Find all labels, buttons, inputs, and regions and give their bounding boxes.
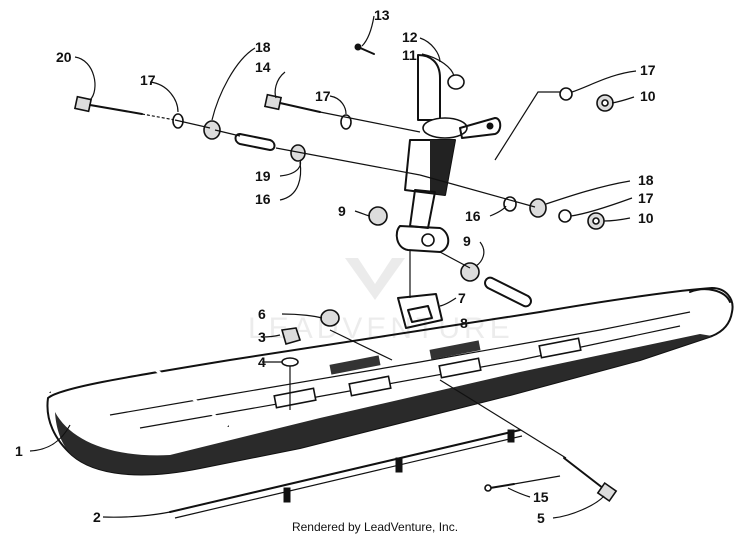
callout-7-label: 7: [458, 290, 466, 306]
screw-13: [354, 43, 375, 55]
watermark: [345, 258, 405, 300]
bolt-5: [563, 457, 618, 503]
callout-19: 19: [255, 168, 271, 184]
assembly-lines: [174, 91, 567, 485]
spacer-9-a: [368, 206, 388, 226]
callout-5: 5: [537, 510, 545, 526]
callout-16: 16: [255, 191, 271, 207]
callout-3: 3: [258, 329, 266, 345]
callout-15: 15: [533, 489, 549, 505]
washer-4: [281, 357, 299, 367]
callout-10: 10: [640, 88, 656, 104]
callout-9: 9: [463, 233, 471, 249]
sleeve-8: [484, 276, 532, 308]
callout-18: 18: [638, 172, 654, 188]
locknut-10-a: [596, 94, 614, 112]
bolt-20: [73, 95, 176, 121]
callout-6: 6: [258, 306, 266, 322]
washer-17-b: [340, 114, 352, 130]
spacer-6: [320, 309, 340, 327]
callout-17: 17: [640, 62, 656, 78]
cap-12: [447, 74, 465, 90]
pin-15: [484, 483, 515, 492]
washer-17-d: [558, 209, 572, 223]
bolt-14: [263, 93, 321, 113]
wear-bar: [169, 429, 523, 519]
bushing-18-a: [203, 120, 221, 140]
washer-17-c: [559, 87, 573, 101]
callout-16: 16: [465, 208, 481, 224]
ski-body: [46, 287, 734, 476]
callout-17: 17: [140, 72, 156, 88]
nut-3: [280, 327, 302, 345]
callout-2: 2: [93, 509, 101, 525]
callout-11: 11: [402, 47, 417, 63]
callout-9: 9: [338, 203, 346, 219]
callout-10: 10: [638, 210, 654, 226]
callout-4: 4: [258, 354, 266, 370]
callout-14: 14: [255, 59, 271, 75]
callout-1: 1: [15, 443, 23, 459]
spacer-9-b: [460, 262, 480, 282]
footer-credit: Rendered by LeadVenture, Inc.: [291, 520, 459, 534]
callout-13: 13: [374, 7, 390, 23]
sleeve-19: [234, 133, 276, 151]
saddle-7: [397, 293, 443, 329]
callout-20: 20: [56, 49, 72, 65]
leader-lines: [29, 15, 637, 519]
callout-18: 18: [255, 39, 271, 55]
callout-12: 12: [402, 29, 418, 45]
bushing-18-b: [529, 198, 547, 218]
locknut-10-b: [587, 212, 605, 230]
ski-loop-handle: [36, 332, 229, 428]
callouts: 20 17 18 14 17 13 12 11 17 10 19 16 9 16…: [15, 7, 656, 526]
callout-17: 17: [638, 190, 654, 206]
callout-17: 17: [315, 88, 331, 104]
callout-8-label: 8: [460, 315, 468, 331]
